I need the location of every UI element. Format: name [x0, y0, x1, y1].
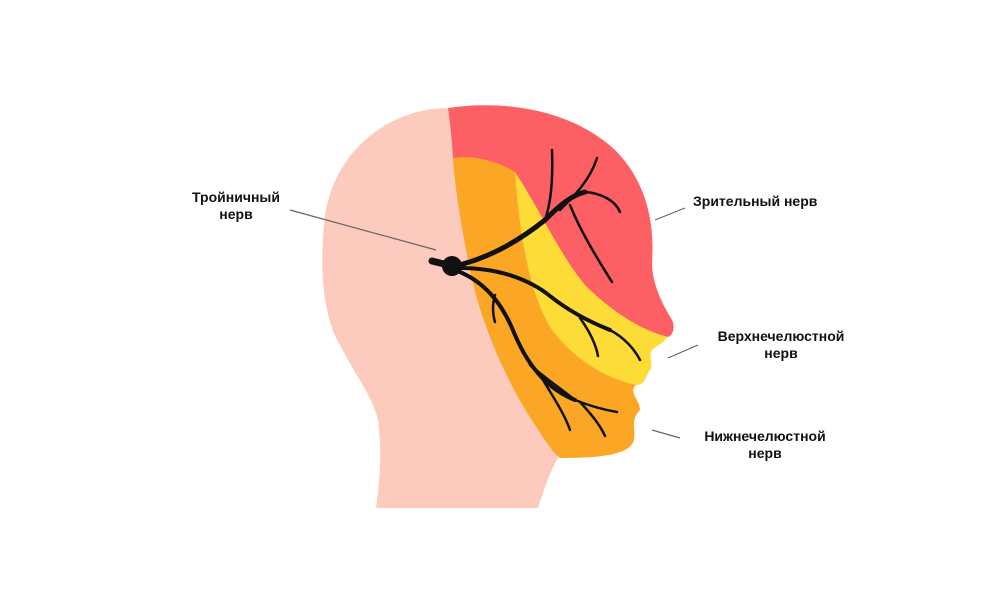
ophthalmic-leader — [654, 207, 686, 221]
maxillary-sub-1 — [578, 316, 600, 358]
ophthalmic-nerve-label: Зрительный нерв — [693, 193, 817, 210]
mandibular-sub-4 — [578, 400, 607, 438]
maxillary-branch — [458, 266, 612, 332]
trigeminal-nerve-label: Тройничный нерв — [184, 189, 288, 223]
maxillary-label-line-2: нерв — [764, 345, 798, 361]
mandibular-leader — [651, 429, 681, 439]
ophthalmic-label-line-1: Зрительный нерв — [693, 193, 818, 209]
mandibular-label-line-2: нерв — [748, 445, 782, 461]
mandibular-sub-2 — [528, 363, 619, 414]
mandibular-nerve-label: Нижнечелюстной нерв — [690, 428, 840, 462]
trigeminal-label-line-1: Тройничный — [192, 189, 280, 205]
nerve-branches — [428, 148, 642, 438]
ophthalmic-sub-2 — [558, 156, 599, 212]
mandibular-label-line-1: Нижнечелюстной — [704, 428, 826, 444]
ophthalmic-zone — [448, 105, 674, 338]
maxillary-label-line-1: Верхнечелюстной — [717, 328, 845, 344]
trigeminal-label-line-2: нерв — [219, 206, 253, 222]
maxillary-leader — [667, 344, 699, 359]
trigeminal-ganglion — [442, 256, 462, 276]
mandibular-sub-1 — [491, 293, 497, 324]
maxillary-nerve-label: Верхнечелюстной нерв — [703, 328, 859, 362]
leader-lines — [289, 207, 699, 439]
ophthalmic-sub-1 — [543, 148, 554, 222]
ophthalmic-sub-3 — [583, 190, 622, 214]
maxillary-sub-2 — [608, 328, 642, 362]
mandibular-sub-3 — [538, 373, 572, 432]
mandibular-branch — [458, 270, 577, 402]
ophthalmic-sub-4 — [568, 203, 614, 284]
trigeminal-leader — [289, 209, 437, 251]
